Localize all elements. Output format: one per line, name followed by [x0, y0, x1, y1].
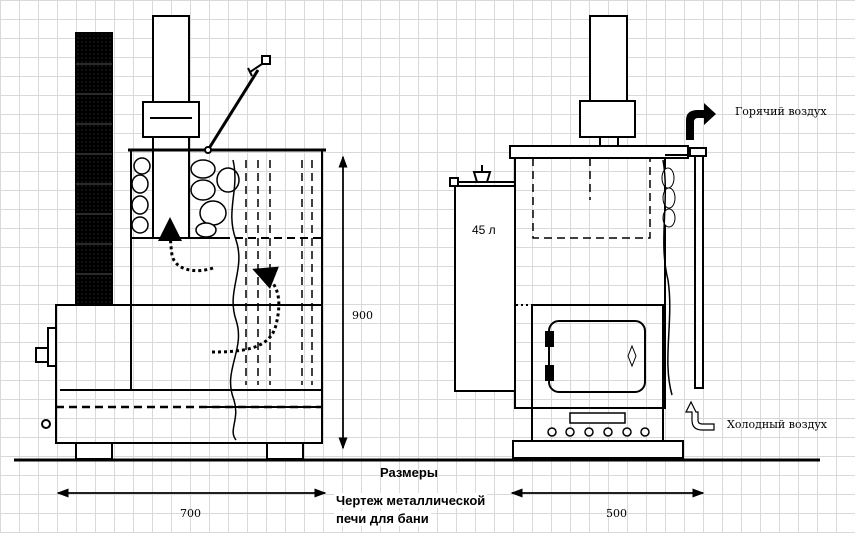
stones	[131, 157, 240, 238]
hot-air-label: Горячий воздух	[735, 105, 827, 118]
left-leg	[75, 442, 113, 460]
brick-wall	[75, 32, 113, 306]
sizes-title: Размеры	[380, 465, 438, 480]
cold-air-arrow	[685, 400, 715, 431]
firebox-door	[548, 320, 646, 393]
width-dimension-label: 700	[180, 507, 201, 520]
side-shield	[694, 153, 704, 389]
water-tank	[454, 185, 516, 392]
tank-volume-label: 45 л	[472, 223, 496, 237]
front-view	[449, 15, 716, 498]
chimney-collar	[142, 101, 200, 138]
firebox	[55, 304, 323, 444]
height-dimension-label: 900	[352, 309, 373, 322]
front-chimney-collar	[579, 100, 636, 138]
depth-dimension-label: 500	[606, 507, 627, 520]
caption-line-2: печи для бани	[334, 511, 431, 526]
hot-air-arrow	[686, 103, 716, 140]
right-leg	[266, 442, 304, 460]
front-body	[514, 157, 666, 409]
cold-air-label: Холодный воздух	[727, 418, 828, 431]
door-handle	[35, 347, 49, 363]
front-chimney-pipe	[589, 15, 628, 102]
side-view	[35, 15, 348, 498]
front-base	[512, 440, 684, 459]
caption-line-1: Чертеж металлической	[334, 493, 488, 508]
